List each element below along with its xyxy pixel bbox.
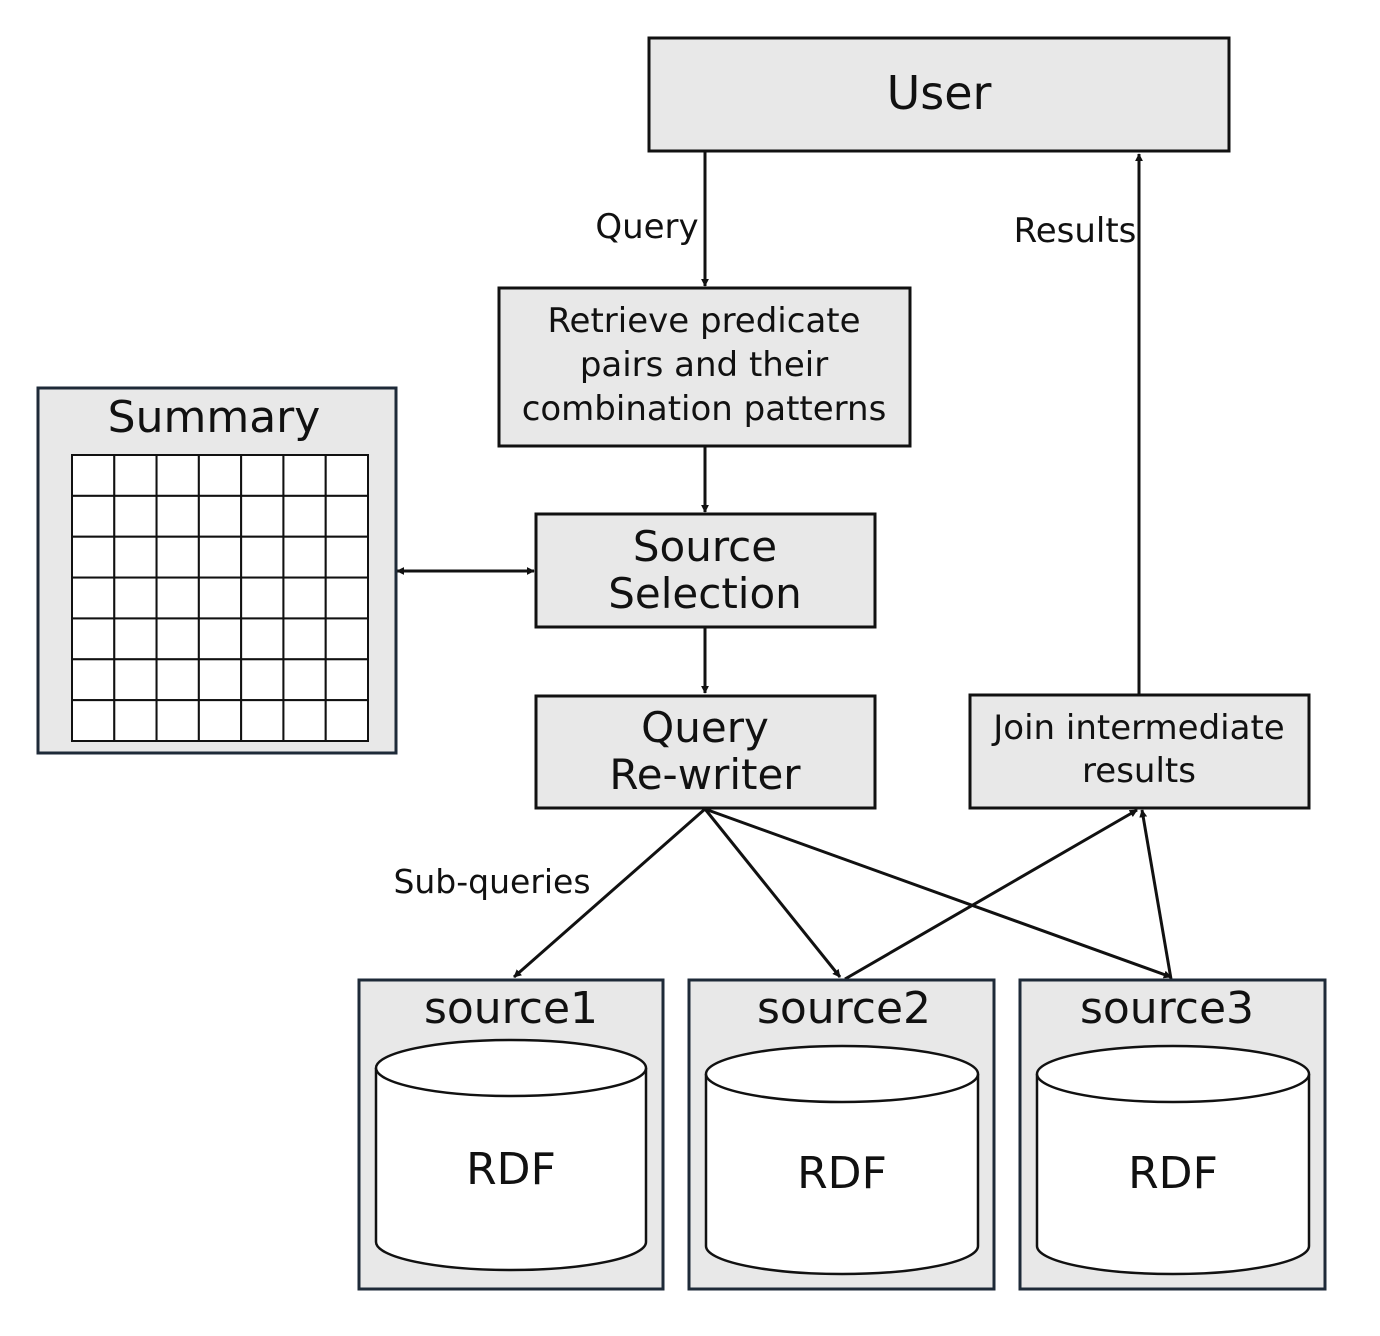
summary-grid-cell: [197, 454, 243, 497]
summary-grid-cell: [324, 576, 369, 620]
summary-grid-cell: [240, 699, 285, 743]
summary-grid-cell: [113, 494, 158, 538]
edge-rewriter-to-source3: [704, 807, 1172, 979]
summary-grid-cell: [71, 576, 116, 620]
summary-grid-cell: [324, 454, 369, 497]
edge-source3-to-join: [1139, 809, 1173, 980]
summary-grid-cell: [282, 454, 327, 497]
edge-rewriter-to-source1: [513, 807, 706, 979]
edge-source2-to-join: [844, 808, 1138, 981]
summary-grid-cell: [240, 535, 285, 579]
summary-grid-cell: [71, 535, 116, 579]
source1-db-label: RDF: [466, 1144, 556, 1195]
summary-grid-cell: [155, 699, 200, 743]
retrieve-line-3: combination patterns: [522, 389, 887, 429]
summary-grid-cell: [240, 494, 285, 538]
summary-grid-cell: [197, 658, 243, 702]
summary-grid-cell: [282, 576, 327, 620]
edge-rewriter-to-source2: [703, 808, 842, 978]
query-rewriter-node: Query Re-writer: [534, 694, 877, 810]
summary-grid-cell: [113, 535, 158, 579]
source1-database-icon: [374, 1038, 648, 1272]
summary-grid-cell: [197, 494, 243, 538]
summary-grid-cell: [71, 494, 116, 538]
summary-label: Summary: [108, 392, 321, 443]
retrieve-node: Retrieve predicate pairs and their combi…: [497, 286, 912, 448]
summary-grid-cell: [282, 617, 327, 661]
source1-node: source1 RDF: [357, 978, 665, 1291]
edges: [396, 152, 1173, 981]
source2-node: source2 RDF: [687, 978, 996, 1291]
summary-grid-cell: [71, 658, 116, 702]
summary-grid-cell: [113, 617, 158, 661]
join-line-2: results: [1082, 751, 1196, 791]
summary-grid-cell: [240, 454, 285, 497]
edge-label-query: Query: [595, 207, 698, 247]
join-line-1: Join intermediate: [991, 708, 1284, 748]
summary-grid-cell: [324, 535, 369, 579]
summary-grid-cell: [282, 658, 327, 702]
summary-grid-cell: [155, 658, 200, 702]
edge-label-subqueries: Sub-queries: [393, 862, 590, 901]
summary-grid-cell: [155, 454, 200, 497]
edge-label-results: Results: [1014, 211, 1137, 251]
summary-grid-cell: [282, 535, 327, 579]
summary-grid-cell: [71, 454, 116, 497]
summary-grid-cell: [197, 617, 243, 661]
source3-database-icon: [1035, 1044, 1311, 1276]
source3-label: source3: [1080, 983, 1254, 1034]
summary-grid-cell: [197, 699, 243, 743]
summary-grid-cell: [282, 494, 327, 538]
summary-grid-cell: [155, 494, 200, 538]
join-node: Join intermediate results: [968, 693, 1311, 810]
summary-grid-cell: [113, 576, 158, 620]
query-rewriter-line-1: Query: [641, 703, 769, 752]
summary-grid: [71, 454, 369, 743]
summary-grid-cell: [155, 576, 200, 620]
summary-node: Summary: [36, 386, 398, 755]
source3-db-label: RDF: [1128, 1148, 1218, 1199]
summary-grid-cell: [324, 494, 369, 538]
source2-db-label: RDF: [797, 1148, 887, 1199]
summary-grid-cell: [113, 658, 158, 702]
query-rewriter-line-2: Re-writer: [609, 750, 801, 799]
summary-grid-cell: [324, 658, 369, 702]
source3-node: source3 RDF: [1018, 978, 1327, 1291]
summary-grid-cell: [71, 699, 116, 743]
user-label: User: [887, 66, 992, 120]
source-selection-line-2: Selection: [608, 569, 802, 618]
summary-grid-cell: [197, 576, 243, 620]
summary-grid-cell: [155, 617, 200, 661]
summary-grid-cell: [113, 454, 158, 497]
retrieve-line-1: Retrieve predicate: [547, 301, 860, 341]
source2-database-icon: [704, 1044, 980, 1276]
summary-grid-cell: [282, 699, 327, 743]
summary-grid-cell: [240, 576, 285, 620]
source1-label: source1: [424, 983, 598, 1034]
summary-grid-cell: [240, 617, 285, 661]
summary-grid-cell: [324, 617, 369, 661]
summary-grid-cell: [71, 617, 116, 661]
source-selection-line-1: Source: [633, 522, 777, 571]
source2-label: source2: [757, 983, 931, 1034]
summary-grid-cell: [240, 658, 285, 702]
summary-grid-cell: [324, 699, 369, 743]
summary-grid-cell: [155, 535, 200, 579]
summary-grid-cell: [113, 699, 158, 743]
source-selection-node: Source Selection: [534, 512, 877, 629]
retrieve-line-2: pairs and their: [580, 345, 828, 385]
user-node: User: [647, 36, 1231, 153]
summary-grid-cell: [197, 535, 243, 579]
